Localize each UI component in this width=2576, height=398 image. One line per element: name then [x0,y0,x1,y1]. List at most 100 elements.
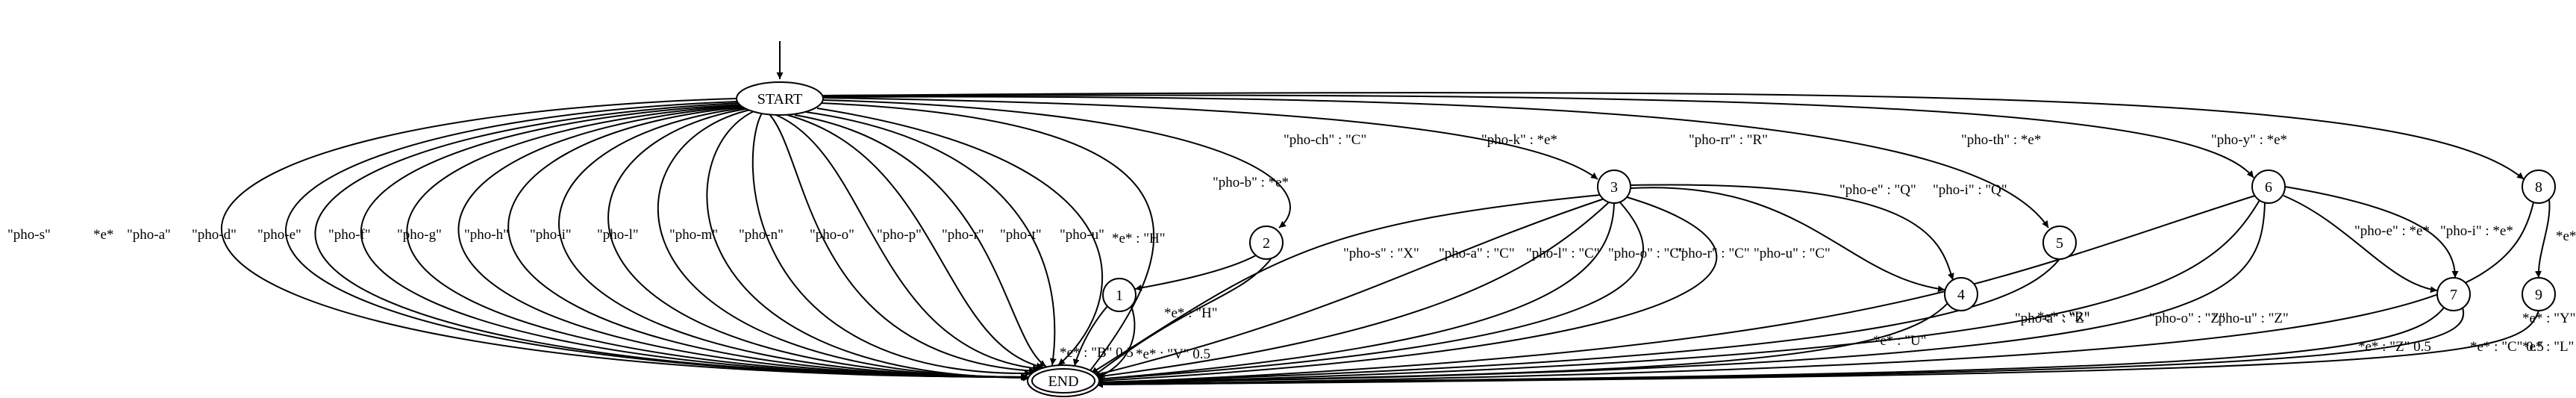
edge-START-to-n6-22 [822,94,2254,178]
edge-label-15: "pho-t" [1000,227,1042,243]
edge-labels-layer: "pho-s" *e* "pho-a" "pho-d" "pho-e" "pho-f" "p… [7,132,2576,362]
edge-label-39: "pho-o" : "Z" [2149,311,2225,326]
edge-START-to-END-8 [607,108,1030,381]
edge-START-to-END-5 [457,105,1028,381]
node-4[interactable]: 4 [1944,277,1978,311]
edge-START-to-END-16 [805,111,1057,366]
edge-START-to-END-1 [285,101,1028,381]
edge-n7-to-END-43 [1095,307,2445,388]
edge-n9-to-END-47 [1095,310,2539,388]
edge-n3-to-END-28 [1090,194,1601,374]
edge-label-29: "pho-a" : "C" [1439,246,1515,261]
edge-START-to-n2-19 [822,99,1291,228]
edge-n3-to-n4-34 [1630,187,1945,293]
edge-label-30: "pho-l" : "C" [1526,246,1600,261]
edge-START-to-END-10 [706,109,1031,382]
node-2-label: 2 [1263,235,1270,252]
edge-label-31: "pho-o" : "C" [1608,246,1685,261]
edge-START-to-END-4 [406,105,1028,381]
edge-n3-to-END-31 [1095,202,1615,382]
edge-label-19: "pho-ch" : "C" [1284,132,1366,148]
node-5-label: 5 [2056,235,2063,252]
nodes-layer: START END 1 2 3 4 5 6 [736,41,2556,397]
edge-label-13: "pho-p" [877,227,922,243]
edge-n6-to-END-38 [1095,195,2256,387]
edge-label-18: "pho-b" : *e* [1213,175,1289,190]
edge-n3-to-END-32 [1095,201,1645,382]
node-6[interactable]: 6 [2251,170,2286,204]
edge-START-to-END-11 [751,111,1032,377]
edge-START-to-END-2 [314,102,1028,381]
edge-label-16: "pho-u" [1060,227,1104,243]
node-7[interactable]: 7 [2436,277,2471,311]
edge-label-40: "pho-u" : "Z" [2213,311,2289,326]
edge-label-1: *e* [93,227,113,243]
edge-START-to-n5-21 [822,96,2049,228]
edge-START-to-END-12 [768,113,1037,374]
edge-label-44: *e* : "C" 0.5 [2470,339,2544,355]
edge-n3-to-END-30 [1094,201,1610,380]
edge-label-45: *e* : "Y" 0.5 [2522,311,2576,326]
edge-label-5: "pho-f" [328,227,371,243]
edge-START-to-n3-20 [822,97,1598,180]
edge-label-7: "pho-h" [464,227,509,243]
edge-label-42: "pho-i" : *e* [2440,223,2513,239]
edge-label-34: "pho-e" : "Q" [1839,182,1916,198]
node-6-label: 6 [2265,179,2272,196]
node-end[interactable]: END [1027,364,1100,397]
edge-n3-to-END-29 [1092,198,1605,378]
edge-START-to-END-6 [507,106,1028,381]
edge-label-8: "pho-i" [530,227,572,243]
edge-START-to-n8-23 [822,92,2525,180]
edge-n3-to-n4-35 [1630,184,1954,281]
node-3[interactable]: 3 [1597,170,1631,204]
edge-n6-to-n7-41 [2283,195,2438,293]
edge-label-27: *e* : "V" 0.5 [1136,346,1210,362]
edge-START-to-END-15 [794,114,1047,367]
edge-label-23: "pho-y" : *e* [2211,132,2287,148]
edge-label-12: "pho-o" [810,227,854,243]
edge-label-6: "pho-g" [397,227,442,243]
node-5[interactable]: 5 [2042,226,2077,260]
edge-label-36: *e* : "U" [1873,333,1926,349]
edge-n4-to-END-36 [1095,302,1948,386]
edge-n3-to-END-33 [1095,196,1718,385]
edge-label-32: "pho-r" : "C" [1675,246,1750,261]
node-9-label: 9 [2535,287,2542,303]
node-start[interactable]: START [736,81,824,116]
edge-label-4: "pho-e" [257,227,301,243]
node-9[interactable]: 9 [2522,277,2556,311]
edge-label-35: "pho-i" : "Q" [1933,182,2007,198]
edge-START-to-END-0 [220,98,1028,381]
node-7-label: 7 [2450,287,2457,303]
edge-START-to-END-13 [775,114,1040,372]
edge-n1-to-END-26 [1072,305,1108,367]
node-2[interactable]: 2 [1249,226,1284,260]
edge-label-22: "pho-th" : *e* [1961,132,2041,148]
edge-label-17: *e* : "H" [1112,231,1165,246]
edge-label-28: "pho-s" : "X" [1343,246,1419,261]
edge-label-33: "pho-u" : "C" [1754,246,1831,261]
edge-label-41: "pho-e" : *e* [2354,223,2430,239]
edge-label-3: "pho-d" [192,227,237,243]
edge-label-20: "pho-k" : *e* [1481,132,1557,148]
edge-label-10: "pho-m" [669,227,718,243]
node-8-label: 8 [2535,179,2542,196]
node-1-label: 1 [1116,287,1123,304]
edge-START-to-END-3 [360,104,1028,381]
node-1[interactable]: 1 [1102,278,1137,312]
node-end-label: END [1048,373,1078,390]
edge-n5-to-END-37 [1095,258,2060,386]
edge-label-0: "pho-s" [7,227,51,243]
edges-layer [220,92,2551,388]
node-8[interactable]: 8 [2522,170,2556,204]
edge-START-to-END-17 [816,108,1104,366]
edge-label-26: *e* : "B" 0.5 [1060,345,1134,361]
node-start-label: START [757,91,803,108]
node-3-label: 3 [1610,179,1618,196]
edge-label-2: "pho-a" [127,227,171,243]
edge-START-to-END-7 [558,107,1028,381]
edge-n8-to-END-45 [1095,202,2534,388]
edge-START-to-END-9 [657,108,1030,381]
edge-label-14: "pho-r" [942,227,984,243]
